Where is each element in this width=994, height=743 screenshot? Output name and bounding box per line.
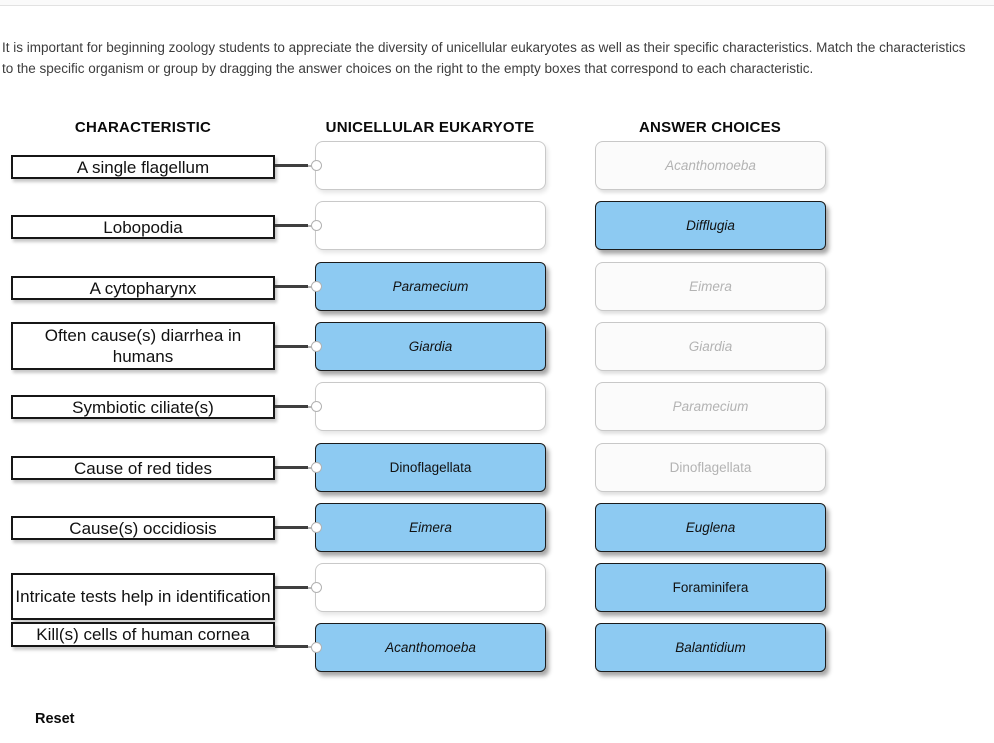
answer-choice: Paramecium [595, 382, 826, 431]
connector-dot [311, 462, 322, 473]
connector-line [275, 345, 308, 348]
answer-choice: Acanthomoeba [595, 141, 826, 190]
dropped-answer-label: Giardia [408, 339, 453, 354]
connector-dot [311, 281, 322, 292]
answer-choice-label: Balantidium [675, 640, 746, 655]
characteristic-box: Cause of red tides [11, 456, 275, 480]
top-divider [0, 0, 994, 6]
drop-zone-filled[interactable]: Paramecium [315, 262, 546, 311]
drop-zone[interactable] [315, 141, 546, 190]
drop-zone[interactable] [315, 201, 546, 250]
characteristic-box: Lobopodia [11, 215, 275, 239]
answer-choice-label: Dinoflagellata [669, 460, 752, 475]
connector-dot [311, 160, 322, 171]
connector-line [275, 164, 308, 167]
answer-choice: Dinoflagellata [595, 443, 826, 492]
dropped-answer-label: Eimera [409, 520, 452, 535]
column-header-answer-choices: ANSWER CHOICES [639, 119, 781, 136]
answer-choice-label: Foraminifera [672, 580, 749, 595]
answer-choice-label: Acanthomoeba [665, 158, 756, 173]
connector-line [275, 285, 308, 288]
characteristic-box: Often cause(s) diarrhea in humans [11, 322, 275, 370]
connector-line [275, 586, 308, 589]
connector-line [275, 405, 308, 408]
characteristic-label: Cause(s) occidiosis [69, 518, 217, 538]
connector-dot [311, 220, 322, 231]
drop-zone[interactable] [315, 382, 546, 431]
answer-choice-label: Difflugia [686, 218, 735, 233]
connector-line [275, 224, 308, 227]
answer-choice[interactable]: Difflugia [595, 201, 826, 250]
drop-zone-filled[interactable]: Acanthomoeba [315, 623, 546, 672]
instructions-text: It is important for beginning zoology st… [2, 40, 966, 76]
connector-line [275, 645, 308, 648]
answer-choice-label: Paramecium [672, 399, 749, 414]
characteristic-label: A cytopharynx [89, 278, 197, 298]
dropped-answer-label: Acanthomoeba [385, 640, 476, 655]
connector-dot [311, 401, 322, 412]
answer-choice-label: Euglena [685, 520, 736, 535]
drop-zone-filled[interactable]: Giardia [315, 322, 546, 371]
answer-choice: Giardia [595, 322, 826, 371]
connector-dot [311, 522, 322, 533]
drop-zone-filled[interactable]: Dinoflagellata [315, 443, 546, 492]
characteristic-label: Lobopodia [103, 217, 183, 237]
answer-choice-label: Eimera [689, 279, 732, 294]
answer-choice[interactable]: Euglena [595, 503, 826, 552]
characteristic-box: A cytopharynx [11, 276, 275, 300]
connector-dot [311, 642, 322, 653]
characteristic-label: Intricate tests help in identification [15, 587, 271, 606]
drop-zone-filled[interactable]: Eimera [315, 503, 546, 552]
dropped-answer-label: Paramecium [392, 279, 469, 294]
drop-zone[interactable] [315, 563, 546, 612]
connector-line [275, 466, 308, 469]
dropped-answer-label: Dinoflagellata [389, 460, 472, 475]
characteristic-label: Cause of red tides [74, 458, 212, 478]
column-header-characteristic: CHARACTERISTIC [74, 119, 212, 136]
characteristic-label: Kill(s) cells of human cornea [36, 625, 250, 644]
characteristic-box: Cause(s) occidiosis [11, 516, 275, 540]
characteristic-label: A single flagellum [76, 157, 210, 177]
characteristic-label: Often cause(s) diarrhea in humans [44, 326, 242, 366]
characteristic-box: A single flagellum [11, 155, 275, 179]
characteristic-box: Symbiotic ciliate(s) [11, 395, 275, 419]
answer-choice[interactable]: Foraminifera [595, 563, 826, 612]
characteristic-label: Symbiotic ciliate(s) [72, 397, 214, 417]
connector-line [275, 526, 308, 529]
reset-button[interactable]: Reset [35, 711, 75, 727]
answer-choice-label: Giardia [688, 339, 733, 354]
column-header-unicellular-eukaryote: UNICELLULAR EUKARYOTE [325, 119, 535, 136]
characteristic-box: Intricate tests help in identification [11, 573, 275, 620]
answer-choice[interactable]: Balantidium [595, 623, 826, 672]
connector-dot [311, 582, 322, 593]
answer-choice: Eimera [595, 262, 826, 311]
characteristic-box: Kill(s) cells of human cornea [11, 622, 275, 647]
connector-dot [311, 341, 322, 352]
